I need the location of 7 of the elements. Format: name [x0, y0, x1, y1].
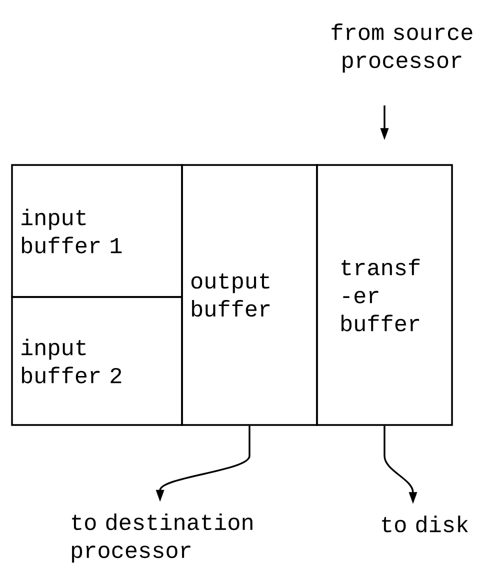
buffer-box: output buffer — [181, 164, 318, 426]
text-label: to disk — [382, 516, 468, 532]
buffer-box: transf -er buffer — [316, 164, 453, 426]
buffer-box: input buffer 2 — [11, 296, 183, 426]
buffer-box: input buffer 1 — [11, 164, 183, 298]
text-label: from source processor — [332, 23, 472, 73]
text-label: to destination processor — [72, 513, 252, 563]
